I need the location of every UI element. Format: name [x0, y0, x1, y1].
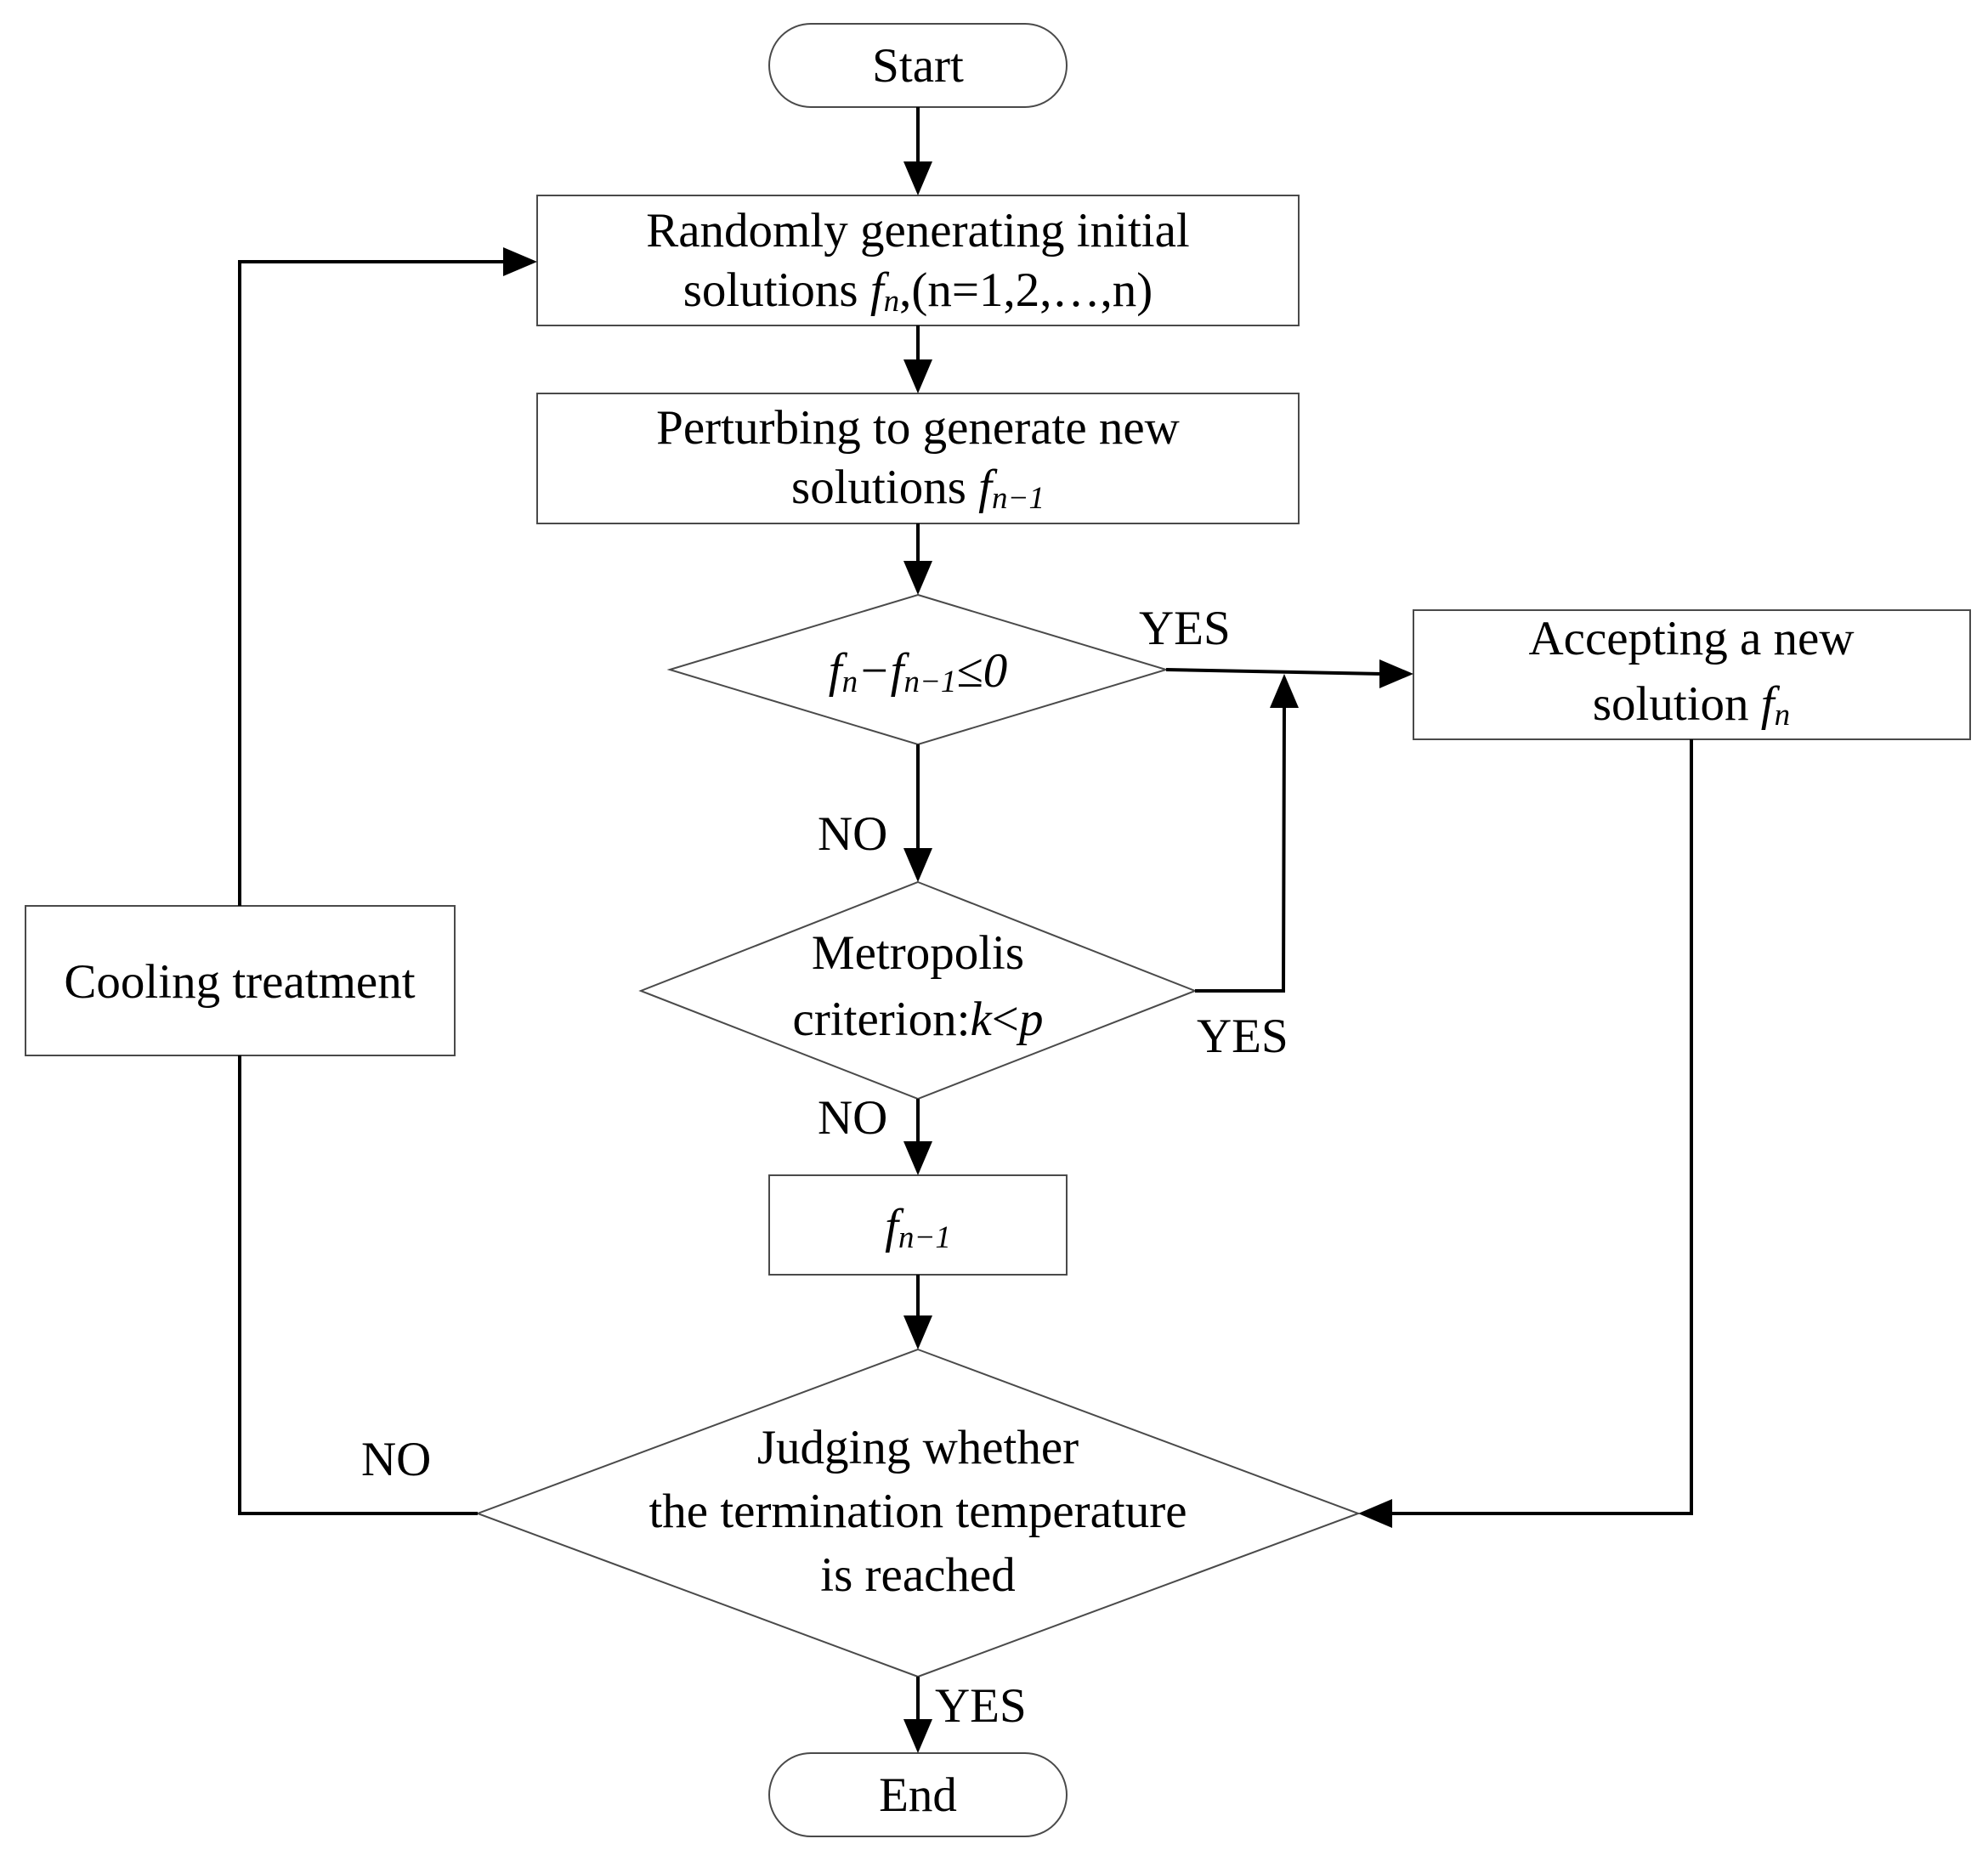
difference-condition-label: fn−fn−1≤0: [829, 644, 1007, 699]
accept-label-line1: Accepting a new: [1529, 612, 1855, 665]
arrow-perturb-to-decision: [903, 523, 932, 595]
arrow-cooling-to-init: [238, 247, 537, 906]
init-label-line2: solutions fn,(n=1,2,…,n): [683, 263, 1153, 319]
init-label-line1: Randomly generating initial: [646, 204, 1190, 257]
arrow-decision-no-to-metropolis: [903, 744, 932, 882]
start-label: Start: [872, 39, 964, 93]
difference-no-label: NO: [818, 807, 887, 861]
termination-label-line2: the termination temperature: [649, 1485, 1187, 1538]
metropolis-label-line2: criterion:k<p: [793, 993, 1044, 1046]
arrow-metropolis-no-to-keep: [903, 1099, 932, 1175]
termination-label-line3: is reached: [820, 1548, 1015, 1602]
perturb-label-line1: Perturbing to generate new: [656, 401, 1180, 455]
end-label: End: [879, 1768, 957, 1822]
metropolis-no-label: NO: [818, 1091, 887, 1145]
metropolis-yes-label: YES: [1197, 1010, 1289, 1063]
arrow-decision-yes-to-accept: [1165, 659, 1413, 688]
arrow-init-to-perturb: [903, 325, 932, 393]
arrow-termination-yes-to-end: [903, 1677, 932, 1753]
accept-label-line2: solution fn: [1593, 677, 1790, 733]
termination-no-label: NO: [361, 1433, 431, 1486]
init-solutions-box: [536, 195, 1300, 326]
arrow-keep-to-termination: [903, 1275, 932, 1349]
cooling-label: Cooling treatment: [64, 955, 415, 1009]
difference-yes-label: YES: [1139, 602, 1231, 655]
arrow-start-to-init: [903, 107, 932, 195]
termination-yes-label: YES: [935, 1679, 1027, 1733]
accept-solution-box: [1413, 609, 1971, 740]
metropolis-label-line1: Metropolis: [812, 926, 1024, 980]
arrow-accept-to-termination: [1358, 739, 1693, 1528]
termination-label-line1: Judging whether: [757, 1421, 1079, 1474]
arrow-metropolis-yes-to-merge: [1195, 674, 1299, 993]
line-termination-no-to-cooling: [238, 1055, 478, 1515]
metropolis-decision: [638, 880, 1198, 1100]
perturb-label-line2: solutions fn−1: [791, 461, 1045, 516]
